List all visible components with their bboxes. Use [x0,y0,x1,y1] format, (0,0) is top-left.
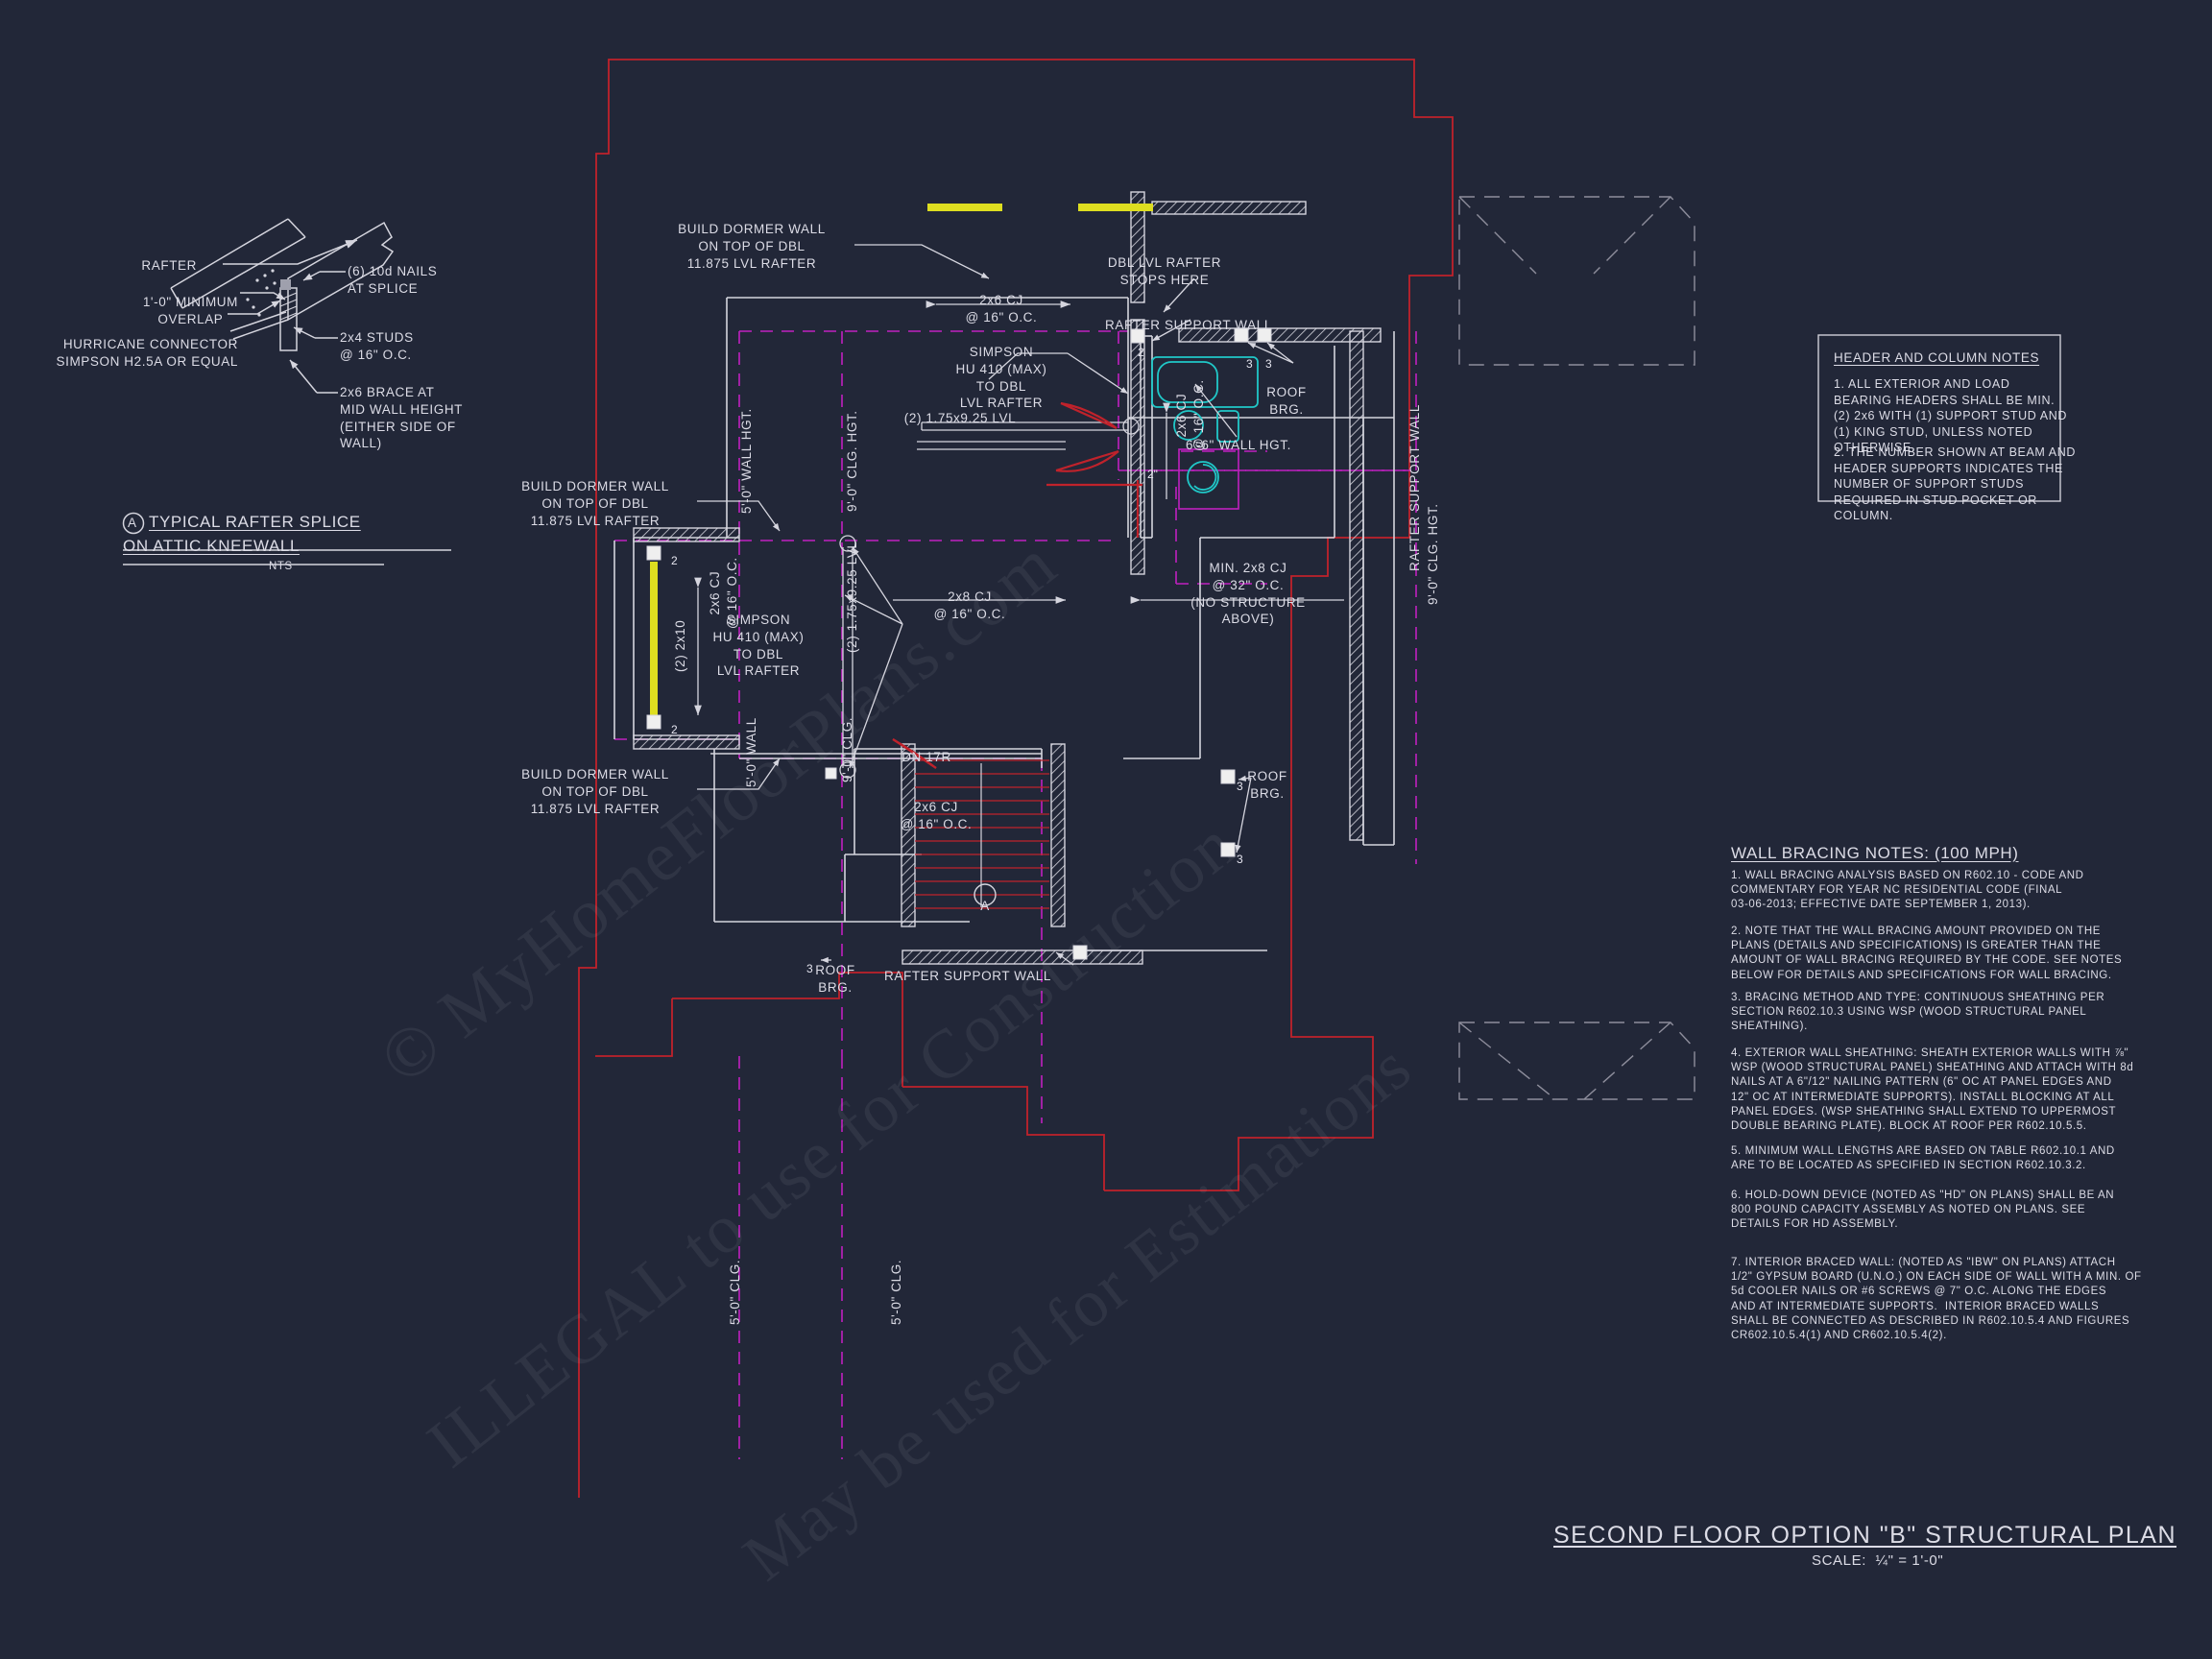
plan-label-wall-hgt-66: 6'-6" WALL HGT. [1186,438,1291,452]
door-swings-red [892,401,1142,769]
bracing-notes-item-7: 7. INTERIOR BRACED WALL: (NOTED AS "IBW"… [1731,1257,2142,1341]
plan-label-rafter-support-wall-top: RAFTER SUPPORT WALL [1105,318,1272,332]
plan-detail-bubble [974,883,997,906]
plan-label-cj-2x6-top: 2x6 CJ @ 16" O.C. [965,293,1038,325]
support-count-sn8: 3 [1237,853,1243,866]
support-count-sn3: 2 [1138,346,1144,359]
detail-title-nts: NTS [269,561,293,572]
detail-bubble-letter: A [128,516,137,530]
bathroom-fixtures [1151,356,1259,493]
vertical-label-cj-2x6-left: 2x6 CJ @ 16" O.C. [708,557,739,629]
support-count-sn5: 3 [1265,357,1272,371]
plan-leaders [697,244,1294,966]
vertical-label-lvl-175-vert: (2) 1.75x9.25 LVL [845,541,859,653]
plan-label-detail-bubble-a: A [980,899,990,913]
vertical-label-clg-90-b: 9'-0" CLG. [840,716,854,782]
scale-label: SCALE: ¼" = 1'-0" [1812,1552,1944,1569]
header-notes-item-2: 2. THE NUMBER SHOWN AT BEAM AND HEADER S… [1834,445,2076,522]
plan-label-dormer-wall-top: BUILD DORMER WALL ON TOP OF DBL 11.875 L… [678,222,826,271]
vertical-label-clg-50-right: 5'-0" CLG. [889,1259,903,1325]
vertical-label-cj-2x6-bath: 2x6 CJ @ 16" O.C. [1174,379,1206,451]
support-count-sn6: 2" [1147,468,1158,481]
vertical-label-wall-50-b: 5'-0" WALL [744,717,758,787]
support-count-sn4: 3 [1246,357,1253,371]
plan-label-roof-brg-mid: ROOF BRG. [1247,769,1287,801]
bracing-notes-item-4: 4. EXTERIOR WALL SHEATHING: SHEATH EXTER… [1731,1047,2134,1132]
roof-framing-grey [1458,196,1695,1100]
span-arrows [694,301,1344,715]
roof-outline-red [578,59,1454,1498]
plan-label-roof-brg-top: ROOF BRG. [1266,385,1307,417]
plan-label-rafter-support-wall-low: RAFTER SUPPORT WALL [884,969,1051,983]
support-count-sn9: 3 [806,962,813,975]
page-title: SECOND FLOOR OPTION "B" STRUCTURAL PLAN [1553,1522,2177,1549]
vertical-label-clg-50-left: 5'-0" CLG. [728,1259,742,1325]
plan-label-dormer-wall-mid: BUILD DORMER WALL ON TOP OF DBL 11.875 L… [521,479,669,528]
detail-label-nails: (6) 10d NAILS AT SPLICE [348,264,438,296]
bracing-notes-item-2: 2. NOTE THAT THE WALL BRACING AMOUNT PRO… [1731,926,2123,981]
support-stud-markers [646,327,1272,960]
header-notes-item-1: 1. ALL EXTERIOR AND LOAD BEARING HEADERS… [1834,377,2067,454]
detail-title-line1: TYPICAL RAFTER SPLICE [149,513,361,531]
vertical-label-lvl-2-2x10: (2) 2x10 [673,619,687,672]
plan-label-simpson-top: SIMPSON HU 410 (MAX) TO DBL LVL RAFTER [955,345,1047,411]
vertical-label-clg-90-right: 9'-0" CLG. HGT. [1426,503,1440,605]
plan-label-cj-2x8-mid: 2x8 CJ @ 16" O.C. [933,589,1006,621]
detail-title-line2: ON ATTIC KNEEWALL [123,537,301,555]
detail-label-rafter: RAFTER [141,258,197,273]
header-notes-frame [1817,334,2061,502]
plan-label-roof-brg-low: ROOF BRG. [815,963,855,995]
vertical-label-wall-50-a: 5'-0" WALL HGT. [739,408,754,514]
plan-label-lvl-2-175: (2) 1.75x9.25 LVL [903,411,1017,425]
bracing-notes-item-6: 6. HOLD-DOWN DEVICE (NOTED AS "HD" ON PL… [1731,1190,2115,1231]
plan-label-cj-2x6-stair: 2x6 CJ @ 16" O.C. [900,800,973,831]
detail-label-studs: 2x4 STUDS @ 16" O.C. [340,330,414,362]
plan-label-dn-17r: DN 17R [902,750,951,764]
plan-label-simpson-mid: SIMPSON HU 410 (MAX) TO DBL LVL RAFTER [712,613,805,679]
bearing-walls-hatched [633,191,1382,965]
detail-label-brace: 2x6 BRACE AT MID WALL HEIGHT (EITHER SID… [340,385,464,451]
bracing-notes-item-3: 3. BRACING METHOD AND TYPE: CONTINUOUS S… [1731,992,2105,1033]
toilet-closet-magenta [1178,448,1239,510]
bracing-notes-item-5: 5. MINIMUM WALL LENGTHS ARE BASED ON TAB… [1731,1145,2115,1172]
vertical-label-rafter-support-wall-right: RAFTER SUPPORT WALL [1407,404,1422,571]
bracing-notes-item-1: 1. WALL BRACING ANALYSIS BASED ON R602.1… [1731,870,2084,911]
staircase [915,759,1049,909]
beam-highlights-yellow [650,204,1153,715]
plan-label-dbl-lvl-stops: DBL LVL RAFTER STOPS HERE [1107,255,1222,287]
lvl-beams [839,418,1140,779]
detail-label-overlap: 1'-0" MINIMUM OVERLAP [142,295,238,326]
support-count-sn7: 3 [1237,780,1243,793]
plan-label-min-2x8-cj: MIN. 2x8 CJ @ 32" O.C. (NO STRUCTURE ABO… [1190,561,1306,627]
bracing-notes-title: WALL BRACING NOTES: (100 MPH) [1731,844,2019,862]
vertical-label-clg-90-a: 9'-0" CLG. HGT. [845,410,859,512]
support-count-sn2: 2 [671,723,678,736]
header-notes-title: HEADER AND COLUMN NOTES [1834,350,2040,365]
plan-label-dormer-wall-low: BUILD DORMER WALL ON TOP OF DBL 11.875 L… [521,767,669,816]
support-count-sn1: 2 [671,554,678,567]
rafter-splice-detail [122,218,451,565]
detail-label-hurricane-connector: HURRICANE CONNECTOR SIMPSON H2.5A OR EQU… [56,337,238,369]
